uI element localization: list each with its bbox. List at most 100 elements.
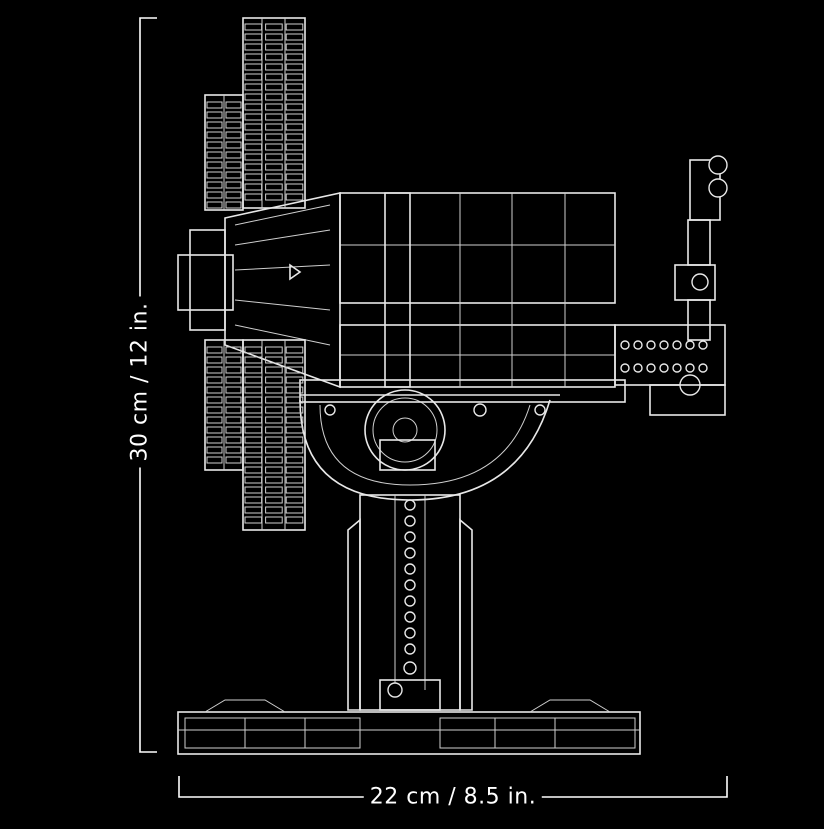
solar-cell [265,173,283,181]
solar-cell [285,83,304,91]
solar-cell [206,141,223,149]
solar-cell [285,516,304,524]
solar-cell [244,153,263,161]
solar-cell [244,516,263,524]
solar-cell [225,426,242,434]
solar-cell [225,181,242,189]
arm-hole [685,363,695,373]
stand-column [347,494,473,711]
solar-cell [244,456,263,464]
solar-cell [285,63,304,71]
solar-cell [265,496,283,504]
solar-cell [225,161,242,169]
arm-hole [685,340,695,350]
solar-cell [225,151,242,159]
solar-cell [206,181,223,189]
solar-cell [265,466,283,474]
arm-hole [659,340,669,350]
solar-cell [206,346,223,354]
column-hole [404,627,416,639]
aperture-cone [177,192,341,389]
solar-cell [225,111,242,119]
solar-cell [265,33,283,41]
solar-cell [265,356,283,364]
solar-cell [285,183,304,191]
solar-cell [265,366,283,374]
arm-hole [633,363,643,373]
solar-cell [244,446,263,454]
solar-cell [225,141,242,149]
solar-cell [265,193,283,201]
arm-hole [620,340,630,350]
arm-hole [646,363,656,373]
solar-cell [285,173,304,181]
solar-cell [244,53,263,61]
solar-cell [244,376,263,384]
arm-hole [672,363,682,373]
arm-hole [646,340,656,350]
solar-cell [244,33,263,41]
arm-hole [659,363,669,373]
solar-cell [244,63,263,71]
solar-cell [285,366,304,374]
mount-ring [299,389,560,501]
solar-cell [285,466,304,474]
solar-cell [225,101,242,109]
solar-cell [244,476,263,484]
solar-cell [206,436,223,444]
solar-cell [244,506,263,514]
solar-cell [206,416,223,424]
base-plate [177,699,641,755]
solar-cell [244,133,263,141]
solar-cell [265,376,283,384]
solar-cell [265,83,283,91]
solar-cell [265,23,283,31]
arm-hole [672,340,682,350]
solar-cell [265,486,283,494]
solar-cell [206,396,223,404]
column-hole [404,611,416,623]
solar-cell [285,33,304,41]
solar-cell [285,123,304,131]
solar-cell [244,173,263,181]
solar-cell [225,356,242,364]
solar-cell [244,93,263,101]
arm-hole [698,363,708,373]
solar-cell [244,143,263,151]
solar-cell [285,436,304,444]
solar-cell [206,131,223,139]
column-hole [404,595,416,607]
solar-cell [225,366,242,374]
solar-cell [285,133,304,141]
solar-cell [285,103,304,111]
solar-cell [265,113,283,121]
solar-cell [206,161,223,169]
solar-cell [265,133,283,141]
solar-cell [285,93,304,101]
solar-cell [265,446,283,454]
column-hole [404,547,416,559]
solar-cell [206,366,223,374]
solar-cell [225,131,242,139]
solar-cell [225,171,242,179]
solar-cell [285,153,304,161]
arm-hole [633,340,643,350]
solar-cell [265,53,283,61]
column-hole [404,579,416,591]
solar-cell [265,183,283,191]
solar-cell [225,406,242,414]
solar-cell [285,406,304,414]
solar-cell [265,143,283,151]
solar-cell [225,416,242,424]
solar-cell [265,516,283,524]
solar-cell [206,386,223,394]
solar-cell [244,426,263,434]
solar-cell [265,416,283,424]
column-hole [404,563,416,575]
solar-cell [206,101,223,109]
solar-cell [285,53,304,61]
solar-cell [206,201,223,209]
solar-cell [206,376,223,384]
solar-cell [206,121,223,129]
